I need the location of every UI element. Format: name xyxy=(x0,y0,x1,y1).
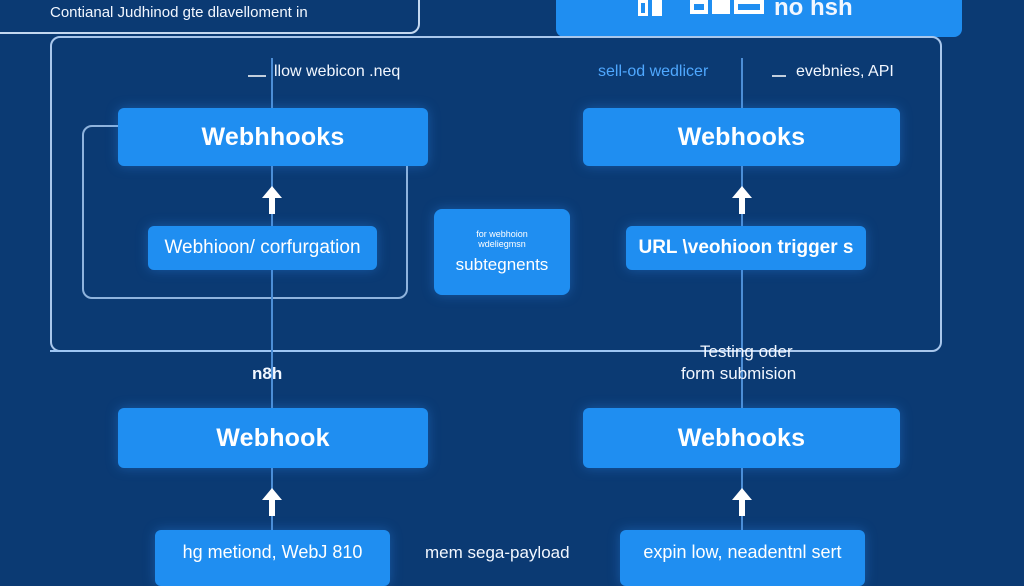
bottom-middle-payload: mem sega-payload xyxy=(425,543,570,562)
url-trigger-label: URL \veohioon trigger s xyxy=(638,237,854,258)
top-right-sub-label-right: evebnies, API xyxy=(796,63,894,80)
divider-line xyxy=(50,350,690,352)
bottom-left-method-node[interactable]: hg metiond, WebJ 810 xyxy=(155,530,390,586)
top-left-caption: Contianal Judhinod gte dlavelloment in xyxy=(50,4,308,21)
lower-right-webhooks-label: Webhooks xyxy=(677,423,806,452)
bottom-right-label: expin low, neadentnl sert xyxy=(643,542,842,562)
webhook-configuration-label: Webhioon/ corfurgation xyxy=(164,237,361,258)
upper-right-webhooks-node[interactable]: Webhooks xyxy=(583,108,900,166)
up-arrow-icon xyxy=(732,488,752,516)
center-subtegnents-node[interactable]: for webhoion wdeliegmsn subtegnents xyxy=(434,209,570,295)
top-right-sub-label-left: sell-od wedlicer xyxy=(598,63,709,80)
up-arrow-icon xyxy=(262,186,282,214)
bottom-right-node[interactable]: expin low, neadentnl sert xyxy=(620,530,865,586)
lower-right-webhooks-node[interactable]: Webhooks xyxy=(583,408,900,468)
left-connector-top xyxy=(271,58,273,108)
right-connector-top xyxy=(741,58,743,108)
left-connector-low xyxy=(271,270,273,408)
center-small-line-2: wdeliegmsn xyxy=(478,239,526,249)
bottom-left-method-label: hg metiond, WebJ 810 xyxy=(182,542,363,562)
lower-left-webhook-label: Webhook xyxy=(216,423,330,452)
url-trigger-node[interactable]: URL \veohioon trigger s xyxy=(626,226,866,270)
lower-right-label-line2: form submision xyxy=(681,364,797,383)
lower-left-label: n8h xyxy=(252,364,283,383)
webhook-configuration-node[interactable]: Webhioon/ corfurgation xyxy=(148,226,377,270)
top-right-title: no hsh xyxy=(774,0,853,21)
app-logo-icon xyxy=(638,0,664,18)
up-arrow-icon xyxy=(262,488,282,516)
upper-left-webhooks-label: Webhhooks xyxy=(201,122,345,151)
top-left-marker-icon xyxy=(248,68,268,78)
header-logo-mark-icon xyxy=(690,0,770,18)
center-small-line-1: for webhoion xyxy=(476,229,528,239)
center-main-label: subtegnents xyxy=(455,255,549,274)
lower-right-label-line1: Testing oder xyxy=(700,342,793,361)
top-right-marker-icon xyxy=(772,68,788,78)
upper-left-webhooks-node[interactable]: Webhhooks xyxy=(118,108,428,166)
upper-right-webhooks-label: Webhooks xyxy=(677,122,806,151)
top-left-group-frame xyxy=(0,0,420,34)
top-left-sub-label: llow webicon .neq xyxy=(274,63,401,80)
up-arrow-icon xyxy=(732,186,752,214)
divider-line-right xyxy=(820,350,900,352)
lower-left-webhook-node[interactable]: Webhook xyxy=(118,408,428,468)
right-connector-low xyxy=(741,270,743,408)
